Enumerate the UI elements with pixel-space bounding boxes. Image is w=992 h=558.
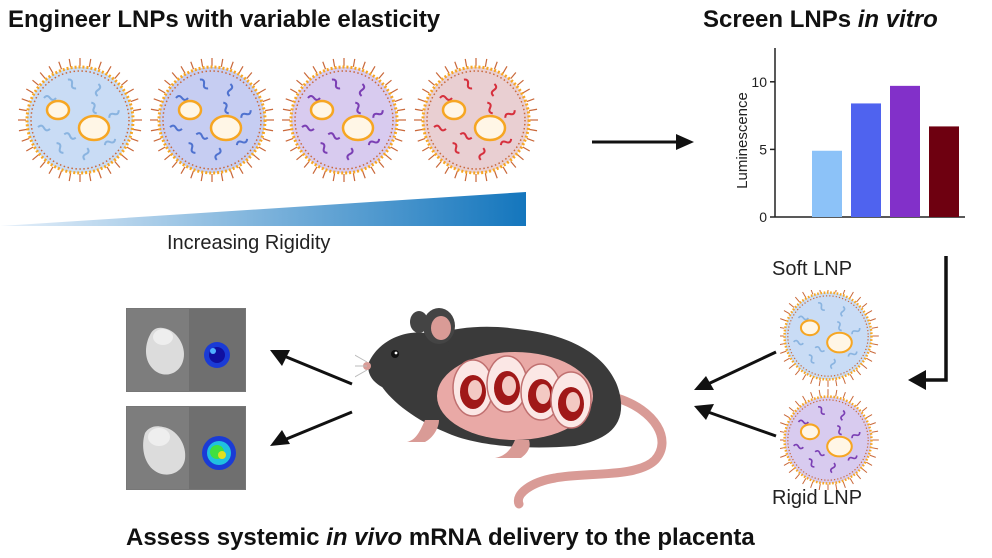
lnp-row — [18, 58, 538, 182]
assess-title-pre: Assess systemic — [126, 524, 327, 551]
embryo-image-icon — [127, 407, 245, 489]
lnp-to-mouse-arrows — [694, 350, 777, 438]
bar — [812, 150, 842, 217]
lnp-1-icon — [18, 58, 142, 182]
elbow-arrow-icon — [908, 256, 948, 390]
y-tick-label: 10 — [751, 74, 767, 90]
assess-title-post: mRNA delivery to the placenta — [402, 524, 755, 551]
rigidity-gradient — [0, 192, 526, 226]
assess-title: Assess systemic in vivo mRNA delivery to… — [126, 524, 755, 552]
embryo-image-bottom — [126, 406, 246, 490]
y-axis-label: Luminescence — [734, 92, 751, 189]
placenta-sac — [452, 359, 494, 417]
soft-lnp-label: Soft LNP — [772, 258, 853, 280]
arrow-icon — [592, 134, 694, 150]
rigid-lnp-icon — [780, 389, 879, 490]
lnp-2-icon — [150, 58, 274, 182]
mouse-to-image-arrows — [270, 350, 353, 446]
engineer-title: Engineer LNPs with variable elasticity — [8, 6, 441, 33]
lnp-4-icon — [414, 58, 538, 182]
assess-title-italic: in vivo — [326, 524, 403, 551]
screen-title-italic: in vitro — [857, 6, 938, 33]
mouse-icon — [355, 308, 667, 509]
screen-title: Screen LNPs in vitro — [703, 6, 938, 34]
y-tick-label: 5 — [759, 141, 767, 157]
bar — [929, 126, 959, 217]
screen-title-main: Screen LNPs — [703, 6, 858, 33]
rigidity-label: Increasing Rigidity — [167, 232, 331, 254]
soft-lnp-icon — [780, 290, 879, 387]
placenta-sac — [486, 355, 528, 413]
placenta-sac — [550, 371, 592, 429]
y-tick-label: 0 — [759, 209, 767, 225]
embryo-image-icon — [127, 309, 245, 391]
embryo-image-top — [126, 308, 246, 392]
lnp-3-icon — [282, 58, 406, 182]
placenta-sacs — [437, 352, 593, 440]
bar — [890, 85, 920, 217]
bar — [851, 103, 881, 217]
rigid-lnp-label: Rigid LNP — [772, 487, 863, 509]
small-lnps — [780, 290, 879, 490]
